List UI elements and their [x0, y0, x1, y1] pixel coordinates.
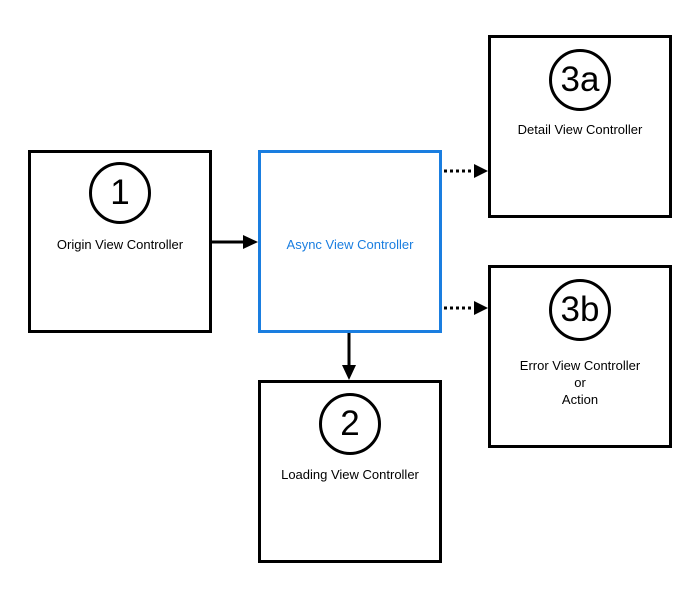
node-loading-view-controller: 2 Loading View Controller: [258, 380, 442, 563]
node-label: Origin View Controller: [56, 237, 184, 252]
node-detail-view-controller: 3a Detail View Controller: [488, 35, 672, 218]
node-label-line-1: Error View Controller: [519, 358, 641, 373]
arrowhead-async-to-detail: [474, 164, 488, 178]
arrowhead-async-to-error: [474, 301, 488, 315]
step-badge-3b: 3b: [549, 279, 611, 341]
node-label: Loading View Controller: [281, 467, 419, 482]
step-badge-3a: 3a: [549, 49, 611, 111]
node-label: Async View Controller: [286, 237, 414, 252]
node-async-view-controller: Async View Controller: [258, 150, 442, 333]
step-badge-1: 1: [89, 162, 151, 224]
node-label-line-3: Action: [561, 392, 599, 407]
node-label: Detail View Controller: [517, 122, 643, 137]
arrowhead-origin-to-async: [243, 235, 258, 249]
arrowhead-async-to-loading: [342, 365, 356, 380]
node-error-view-controller: 3b Error View Controller or Action: [488, 265, 672, 448]
node-origin-view-controller: 1 Origin View Controller: [28, 150, 212, 333]
step-badge-2: 2: [319, 393, 381, 455]
node-label-line-2: or: [574, 375, 586, 390]
